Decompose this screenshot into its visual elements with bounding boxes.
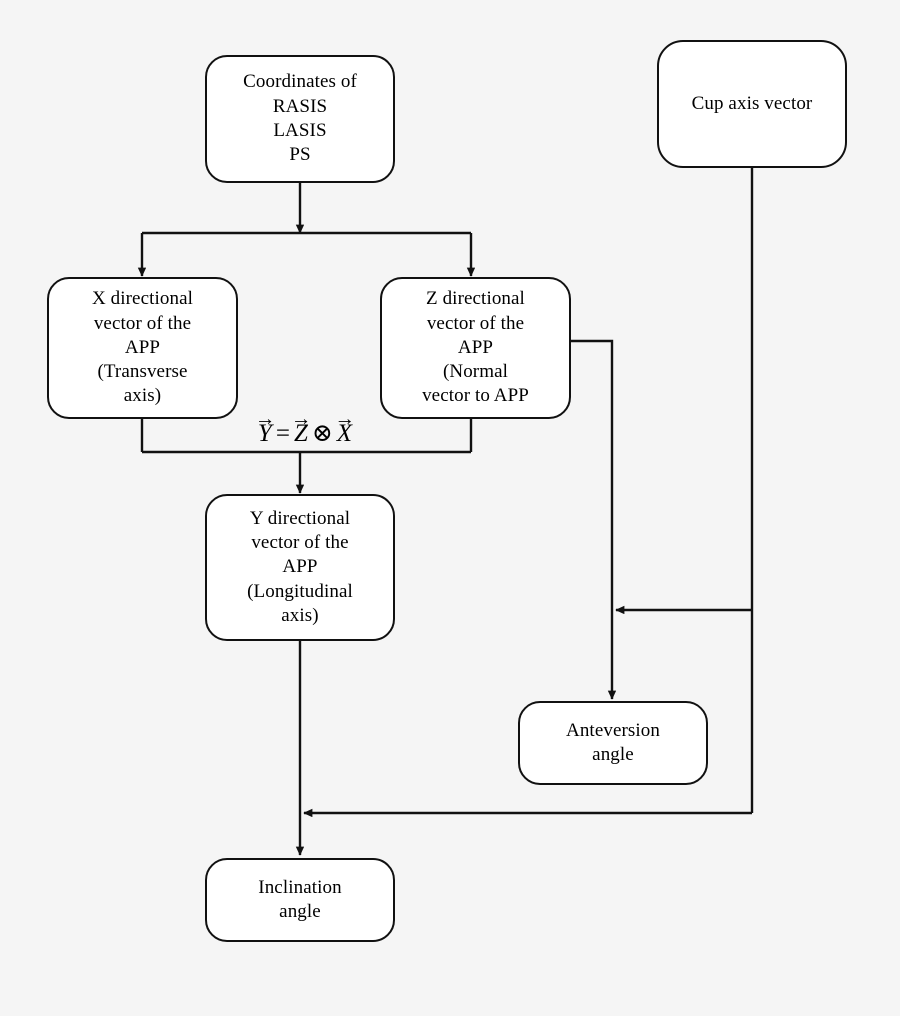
vector-arrow-icon: → — [255, 408, 276, 431]
node-x-directional-vector[interactable]: X directional vector of the APP (Transve… — [47, 277, 238, 419]
formula-rhs-second-vector: →X — [334, 408, 356, 447]
formula-rhs-first-vector: →Z — [291, 408, 312, 447]
node-y-directional-vector-label: Y directional vector of the APP (Longitu… — [247, 507, 353, 626]
node-y-directional-vector[interactable]: Y directional vector of the APP (Longitu… — [205, 494, 395, 641]
node-coordinates[interactable]: Coordinates of RASIS LASIS PS — [205, 55, 395, 183]
node-coordinates-label: Coordinates of RASIS LASIS PS — [243, 71, 357, 166]
formula-equals: = — [275, 420, 290, 447]
node-z-directional-vector-label: Z directional vector of the APP (Normal … — [422, 288, 529, 407]
node-anteversion-angle-label: Anteversion angle — [566, 719, 660, 765]
node-cup-axis-vector[interactable]: Cup axis vector — [657, 40, 847, 168]
node-inclination-angle[interactable]: Inclination angle — [205, 858, 395, 942]
cross-product-formula: →Y=→Z⊗→X — [200, 408, 410, 448]
wire-z-to-anteversion — [570, 339, 617, 700]
cross-product-icon: ⊗ — [311, 420, 333, 447]
node-cup-axis-vector-label: Cup axis vector — [691, 92, 813, 114]
formula-lhs-vector: →Y — [255, 408, 276, 447]
vector-arrow-icon: → — [291, 408, 312, 431]
node-x-directional-vector-label: X directional vector of the APP (Transve… — [91, 288, 193, 407]
node-anteversion-angle[interactable]: Anteversion angle — [518, 701, 708, 785]
vector-arrow-icon: → — [334, 408, 356, 431]
node-inclination-angle-label: Inclination angle — [258, 876, 342, 922]
node-z-directional-vector[interactable]: Z directional vector of the APP (Normal … — [380, 277, 571, 419]
